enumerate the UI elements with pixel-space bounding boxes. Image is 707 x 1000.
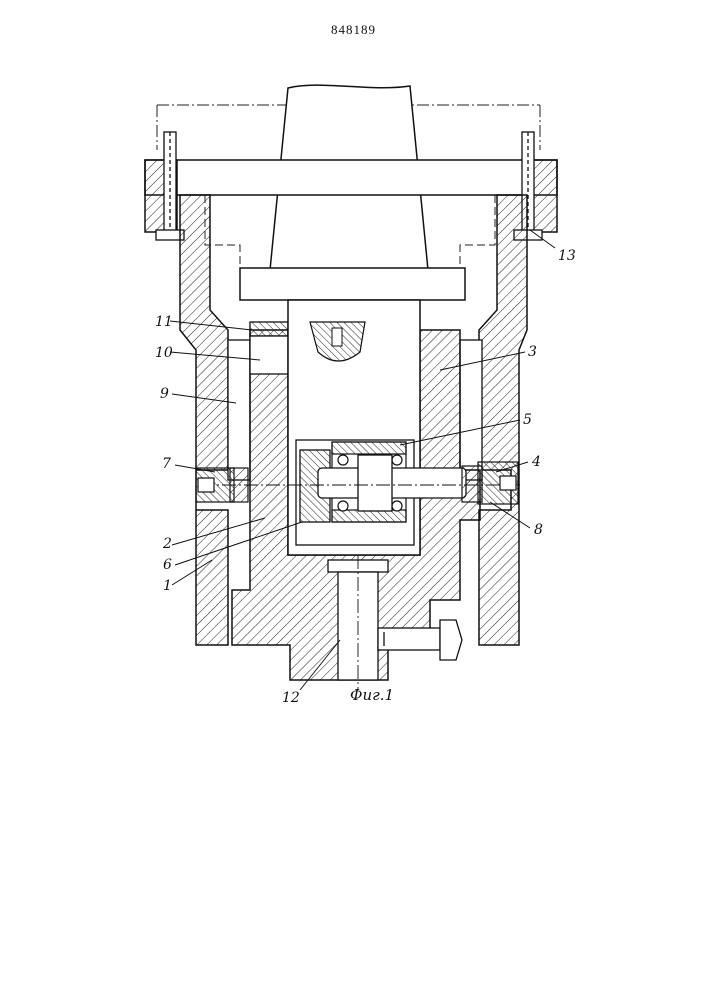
- callout-11: 11: [155, 314, 173, 330]
- tool-base-plate: [240, 268, 465, 300]
- callout-1: 1: [163, 578, 172, 594]
- callout-10: 10: [155, 345, 173, 361]
- callout-12: 12: [282, 690, 300, 706]
- callout-9: 9: [160, 386, 169, 402]
- cap-10-11: [250, 322, 288, 374]
- callout-3: 3: [528, 344, 537, 360]
- callout-6: 6: [163, 557, 172, 573]
- callout-2: 2: [162, 536, 172, 552]
- callout-8: 8: [534, 522, 543, 538]
- callout-13: 13: [558, 248, 576, 264]
- pin-7: [196, 468, 248, 502]
- pin-4: [462, 462, 518, 504]
- figure-caption: Фиг.1: [350, 686, 394, 704]
- callout-4: 4: [531, 454, 541, 470]
- callout-7: 7: [162, 456, 171, 472]
- callout-5: 5: [523, 412, 532, 428]
